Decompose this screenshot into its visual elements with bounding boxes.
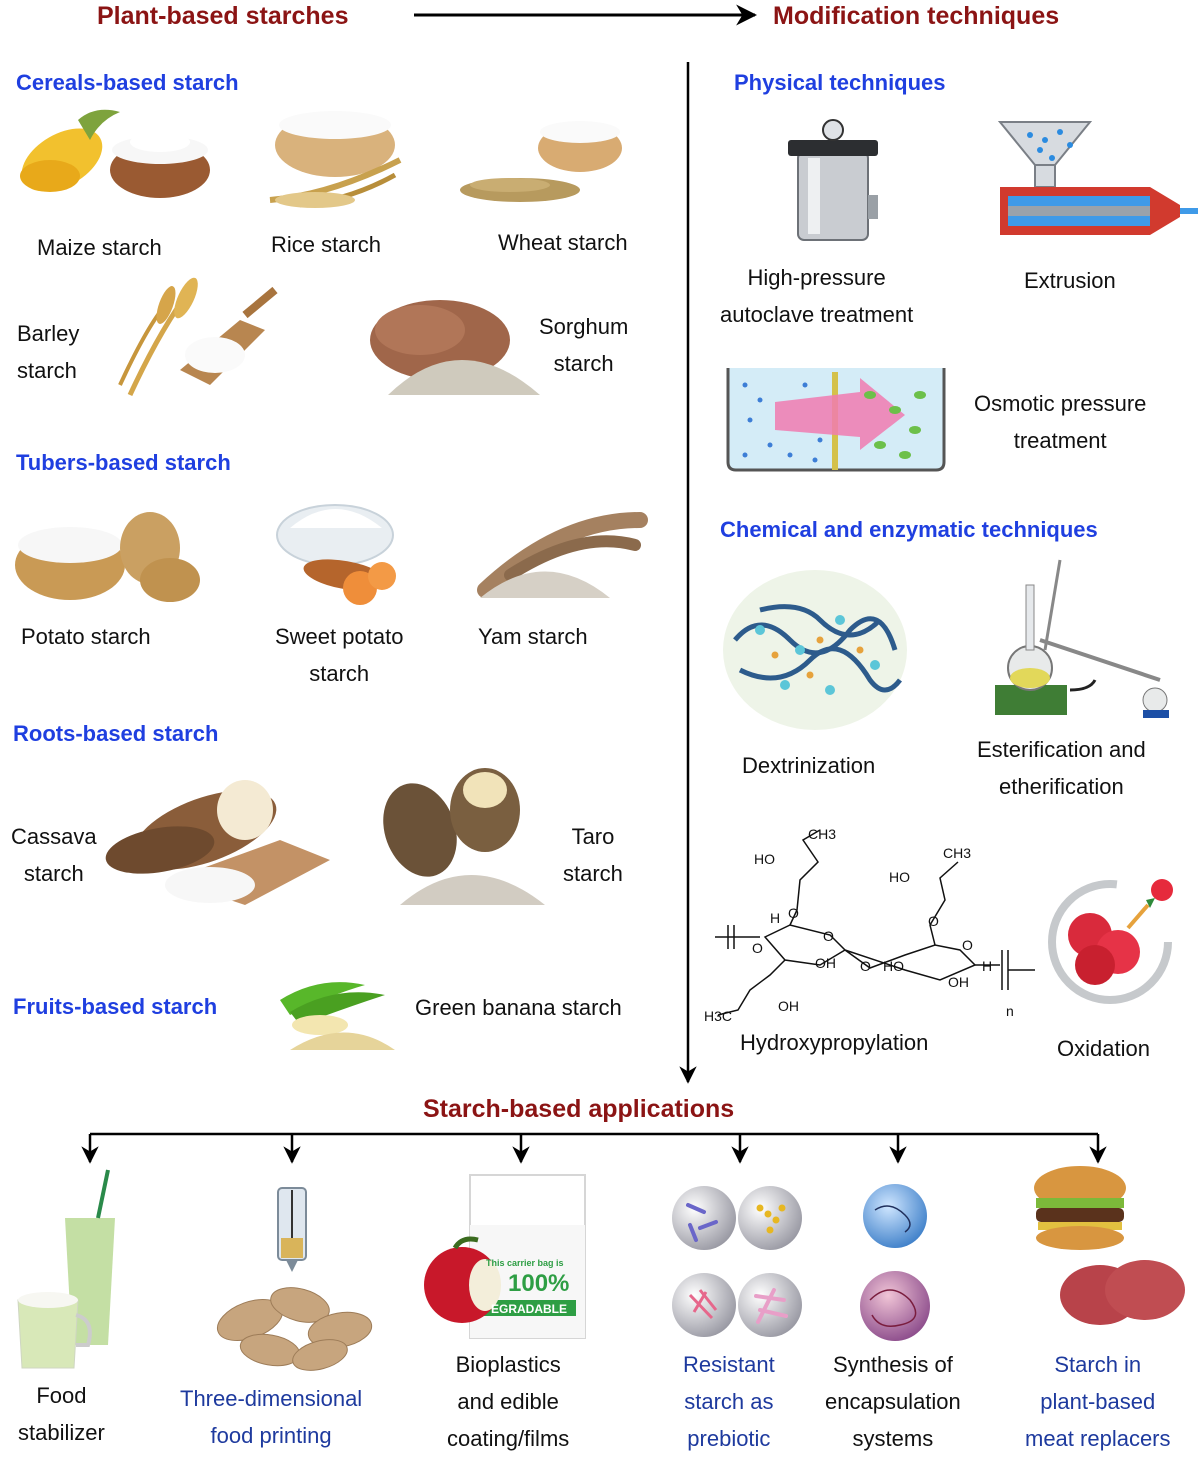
- rice-starch-image: [269, 111, 402, 208]
- hydroxypropylation-structure: [715, 829, 1035, 1016]
- chem-o-b: O: [928, 913, 939, 929]
- label-maize-starch: Maize starch: [37, 235, 162, 260]
- oxidation-image: [1048, 879, 1173, 1004]
- food-stabilizer-image: [17, 1169, 115, 1369]
- section-physical: Physical techniques: [734, 70, 946, 95]
- wheat-starch-image: [460, 121, 622, 202]
- chem-h-a: H: [770, 910, 781, 926]
- section-chemical: Chemical and enzymatic techniques: [720, 517, 1098, 542]
- encapsulation-image: [860, 1184, 930, 1341]
- dextrinization-image: [723, 570, 907, 730]
- chem-ho-b: HO: [889, 869, 910, 885]
- chem-o-c: O: [752, 940, 763, 956]
- section-fruits: Fruits-based starch: [13, 994, 218, 1019]
- chem-o-e: O: [860, 958, 871, 974]
- green-banana-starch-image: [280, 982, 395, 1050]
- chem-ho-c: HO: [883, 958, 904, 974]
- label-barley-starch: Barley starch: [17, 321, 80, 383]
- chem-ho-a: HO: [754, 851, 775, 867]
- maize-starch-image: [20, 109, 210, 198]
- meat-replacers-image: [1034, 1166, 1185, 1325]
- esterification-image: [995, 559, 1169, 718]
- chem-h3c: H3C: [704, 1008, 733, 1024]
- taro-starch-image: [383, 768, 545, 905]
- cassava-starch-image: [105, 780, 330, 905]
- chem-h-b: H: [982, 958, 993, 974]
- label-yam-starch: Yam starch: [478, 624, 588, 649]
- section-cereals: Cereals-based starch: [16, 70, 239, 95]
- extrusion-image: [997, 121, 1198, 235]
- yam-starch-image: [477, 512, 648, 598]
- section-tubers: Tubers-based starch: [16, 450, 231, 475]
- label-esterification: Esterification and etherification: [977, 737, 1146, 799]
- label-taro-starch: Taro starch: [563, 824, 623, 886]
- label-sorghum-starch: Sorghum starch: [539, 314, 629, 376]
- label-food-printing: Three-dimensional food printing: [180, 1386, 363, 1448]
- label-bioplastics: Bioplastics and edible coating/films: [447, 1352, 570, 1451]
- chem-oh-c: OH: [778, 998, 799, 1014]
- label-potato-starch: Potato starch: [21, 624, 151, 649]
- label-rice-starch: Rice starch: [271, 232, 382, 257]
- sweet-potato-starch-image: [276, 504, 396, 605]
- label-cassava-starch: Cassava starch: [11, 824, 97, 886]
- label-wheat-starch: Wheat starch: [498, 230, 628, 255]
- label-resistant-starch: Resistant starch as prebiotic: [683, 1352, 775, 1451]
- chem-oh-b: OH: [948, 974, 969, 990]
- label-oxidation: Oxidation: [1057, 1036, 1150, 1061]
- potato-starch-image: [15, 512, 200, 602]
- label-encapsulation: Synthesis of encapsulation systems: [825, 1352, 961, 1451]
- barley-starch-image: [118, 277, 278, 397]
- bag-text-line1: This carrier bag is: [486, 1258, 564, 1268]
- chem-o-f: O: [962, 937, 973, 953]
- label-green-banana-starch: Green banana starch: [415, 995, 622, 1020]
- label-autoclave: High-pressure autoclave treatment: [720, 265, 914, 327]
- bioplastics-image: [424, 1174, 586, 1339]
- chem-ch3-b: CH3: [943, 845, 972, 861]
- header-plant-based-starches: Plant-based starches: [97, 2, 349, 30]
- header-starch-based-applications: Starch-based applications: [423, 1095, 735, 1123]
- label-hydroxypropylation: Hydroxypropylation: [740, 1030, 929, 1055]
- label-food-stabilizer: Food stabilizer: [18, 1383, 105, 1445]
- chem-o-a: O: [788, 905, 799, 921]
- chem-ch3-a: CH3: [808, 826, 837, 842]
- label-osmotic: Osmotic pressure treatment: [974, 391, 1147, 453]
- application-branches: [81, 1132, 1107, 1164]
- bag-text-line3: EGRADABLE: [491, 1302, 568, 1316]
- chem-n: n: [1006, 1003, 1014, 1019]
- resistant-starch-image: [672, 1186, 802, 1337]
- header-modification-techniques: Modification techniques: [773, 2, 1060, 30]
- label-sweet-potato-starch: Sweet potato starch: [275, 624, 404, 686]
- label-meat-replacers: Starch in plant-based meat replacers: [1025, 1352, 1171, 1451]
- autoclave-image: [788, 119, 878, 241]
- food-printing-image: [216, 1187, 373, 1371]
- label-extrusion: Extrusion: [1024, 268, 1116, 293]
- sorghum-starch-image: [370, 300, 540, 395]
- label-dextrinization: Dextrinization: [742, 753, 876, 778]
- bag-text-line2: 100%: [508, 1270, 570, 1297]
- section-roots: Roots-based starch: [13, 721, 219, 746]
- osmotic-image: [726, 368, 946, 472]
- chem-o-d: O: [823, 928, 834, 944]
- chem-oh-a: OH: [815, 955, 836, 971]
